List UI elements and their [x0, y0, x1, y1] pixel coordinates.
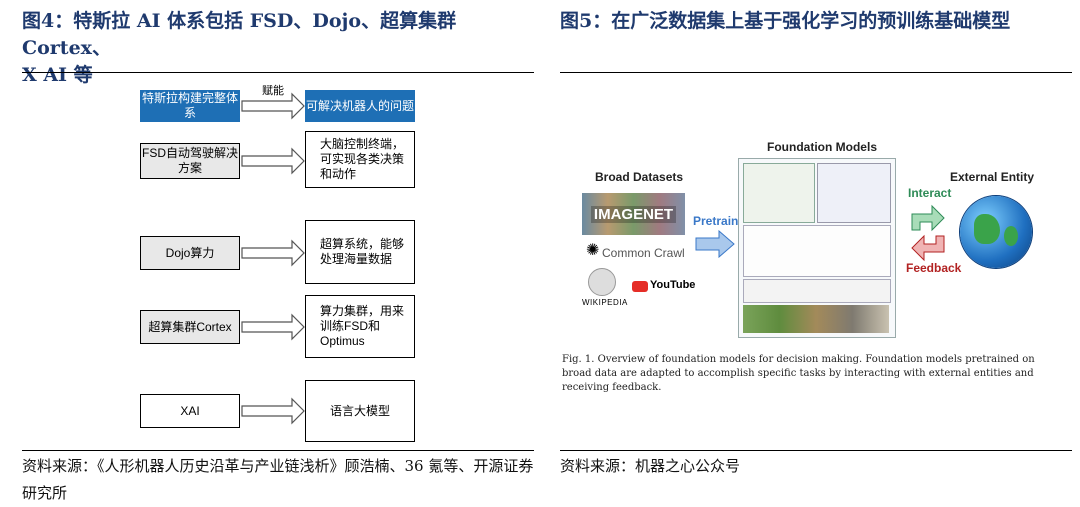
foundation-diagram: Broad Datasets IMAGENET ✺ Common Crawl W… — [580, 138, 1060, 338]
foundation-models-label: Foundation Models — [767, 140, 877, 154]
right-box-llm: 语言大模型 — [305, 380, 415, 442]
right-box-supercomputer: 超算系统，能够处理海量数据 — [305, 220, 415, 284]
model-block-mid — [743, 225, 891, 277]
right-box-brain-control: 大脑控制终端，可实现各类决策和动作 — [305, 131, 415, 188]
arrow-4 — [241, 313, 305, 341]
figure-caption: Fig. 1. Overview of foundation models fo… — [562, 354, 1035, 393]
right-box-robot-problem: 可解决机器人的问题 — [305, 90, 415, 122]
foundation-models-panel — [738, 158, 896, 338]
left-box-fsd: FSD自动驾驶解决方案 — [140, 143, 240, 179]
interact-label: Interact — [908, 186, 952, 200]
pretrain-label: Pretrain — [693, 214, 739, 228]
youtube-icon — [632, 281, 648, 292]
wikipedia-globe-icon — [588, 268, 616, 296]
right-source: 资料来源：机器之心公众号 — [560, 457, 741, 475]
right-box-compute-cluster: 算力集群，用来训练FSD和Optimus — [305, 295, 415, 358]
spider-icon: ✺ — [586, 242, 600, 259]
left-source: 资料来源：《人形机器人历史沿革与产业链浅析》顾浩楠、36 氪等、开源证券研究所 — [22, 457, 534, 502]
arrow-2 — [241, 147, 305, 175]
left-box-xai: XAI — [140, 394, 240, 428]
imagenet-text: IMAGENET — [590, 205, 677, 223]
right-figure-title: 图5：在广泛数据集上基于强化学习的预训练基础模型 — [560, 10, 1011, 32]
model-block-seq — [743, 279, 891, 303]
model-block-images — [743, 305, 889, 333]
model-block-bert — [817, 163, 891, 223]
left-box-tesla-system: 特斯拉构建完整体系 — [140, 90, 240, 122]
empower-label: 赋能 — [262, 85, 284, 97]
left-title-line2: X AI 等 — [22, 64, 93, 86]
imagenet-image: IMAGENET — [582, 193, 685, 235]
arrow-5 — [241, 397, 305, 425]
left-box-dojo: Dojo算力 — [140, 236, 240, 270]
feedback-arrow — [911, 234, 945, 262]
left-top-rule — [22, 72, 534, 73]
common-crawl-label: Common Crawl — [602, 246, 685, 260]
earth-globe-icon — [960, 196, 1032, 268]
pretrain-arrow — [695, 230, 735, 258]
left-title-line1: 图4：特斯拉 AI 体系包括 FSD、Dojo、超算集群 Cortex、 — [22, 10, 457, 59]
model-block-top — [743, 163, 815, 223]
broad-datasets-label: Broad Datasets — [595, 170, 684, 184]
arrow-3 — [241, 239, 305, 267]
feedback-label: Feedback — [906, 261, 962, 275]
external-entity-label: External Entity — [950, 170, 1035, 184]
arrow-1 — [241, 92, 305, 120]
wikipedia-label: WIKIPEDIA — [582, 298, 628, 307]
interact-arrow — [911, 204, 945, 232]
left-figure-title: 图4：特斯拉 AI 体系包括 FSD、Dojo、超算集群 Cortex、 X A… — [22, 8, 542, 89]
left-bottom-rule — [22, 450, 534, 451]
right-top-rule — [560, 72, 1072, 73]
right-bottom-rule — [560, 450, 1072, 451]
youtube-label: YouTube — [650, 279, 696, 291]
left-arrows — [241, 92, 305, 425]
left-box-cortex: 超算集群Cortex — [140, 310, 240, 344]
